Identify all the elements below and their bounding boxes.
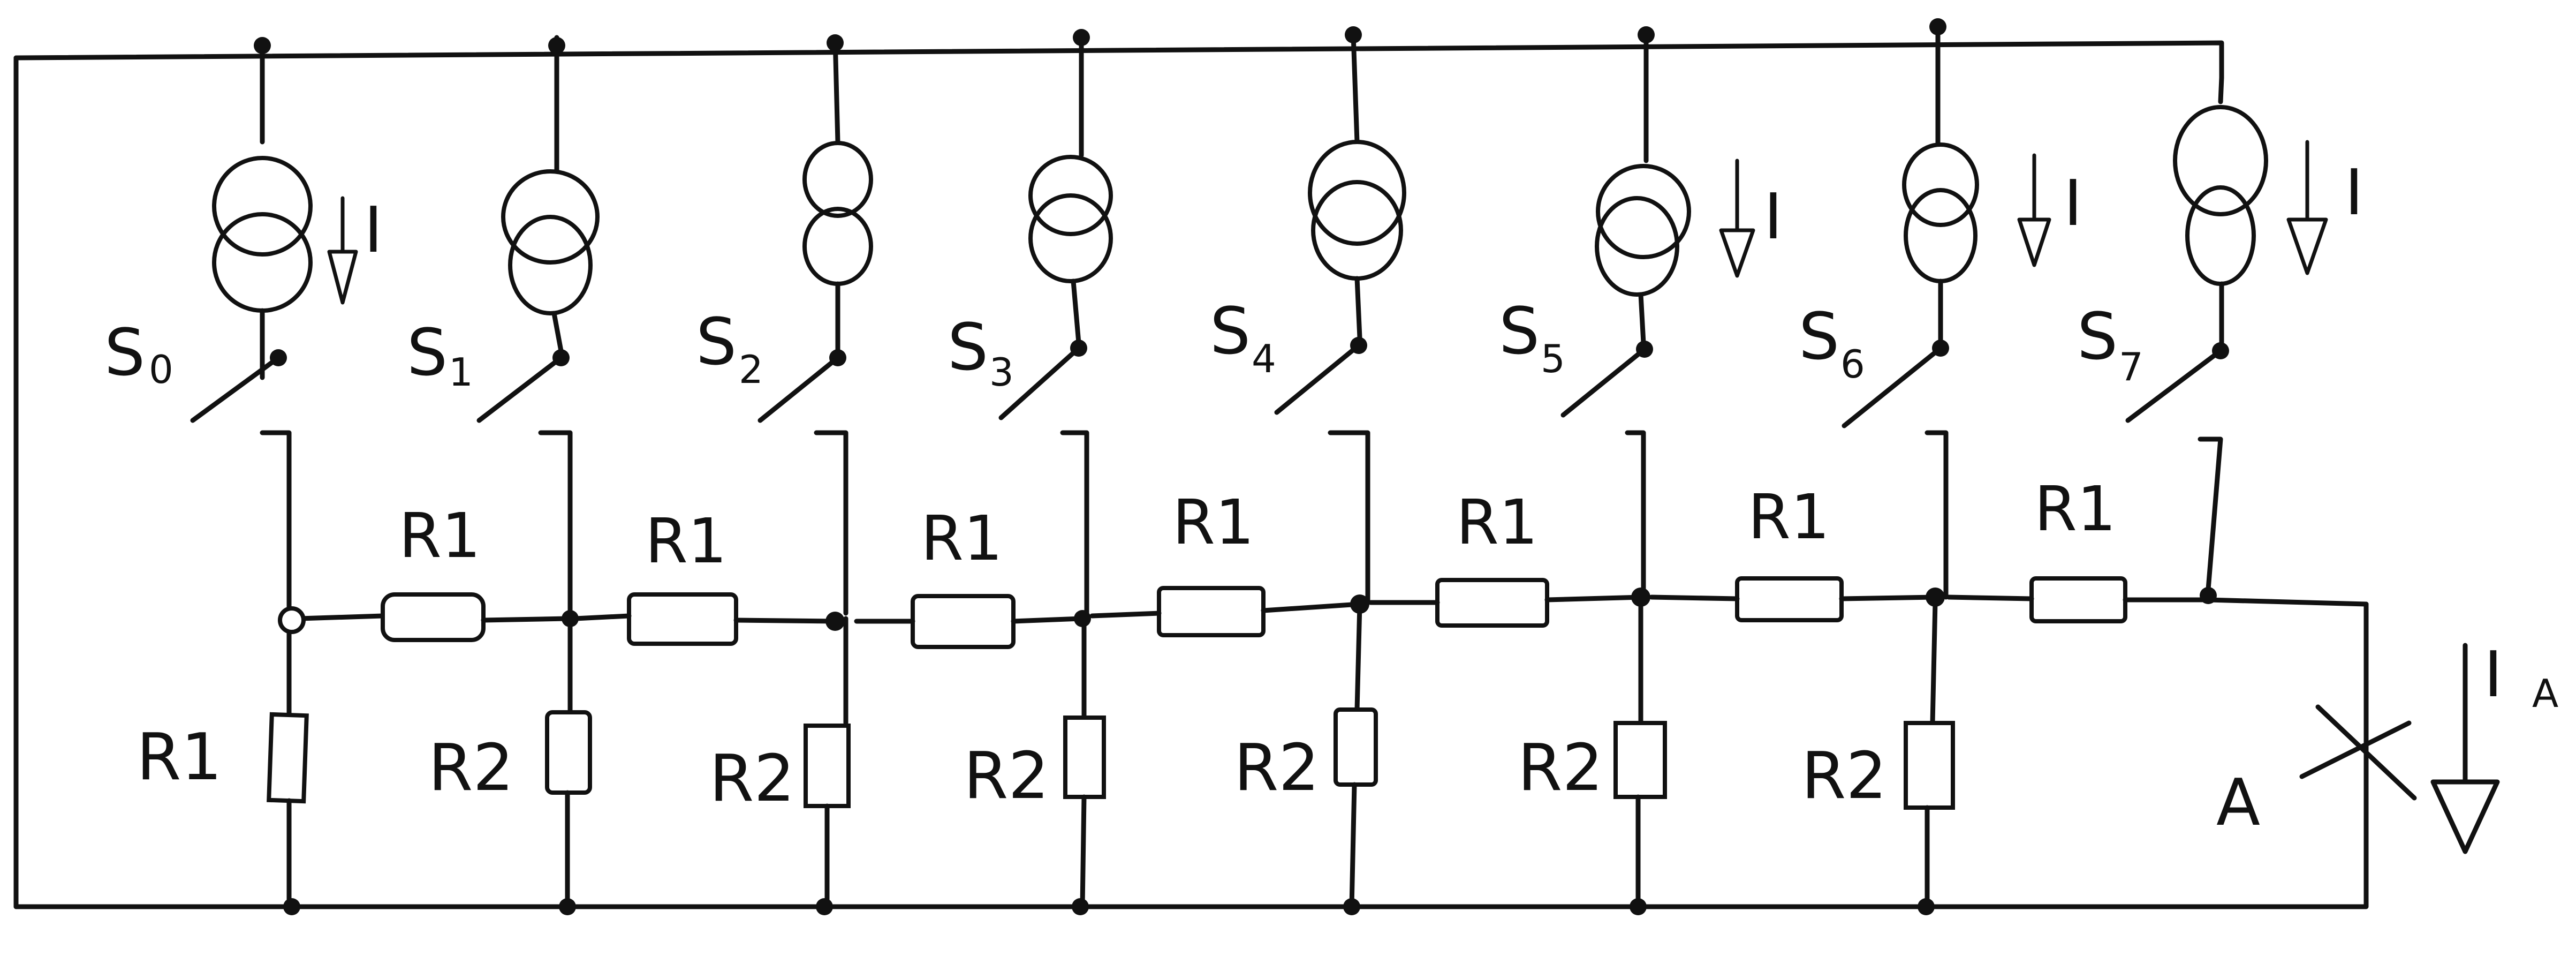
bottom-ground-rail — [13, 601, 2369, 909]
resistor-label-series-3: R1 — [921, 503, 1003, 575]
current-source-branch-4 — [1274, 26, 1406, 602]
current-source-branch-2 — [757, 34, 873, 616]
svg-text:6: 6 — [1840, 342, 1865, 387]
switch-label-s1: S 1 — [407, 316, 473, 395]
resistor-label-shunt-3: R2 — [964, 739, 1049, 814]
switch-label-s6: S 6 — [1799, 300, 1865, 387]
ladder-series-string — [297, 576, 2211, 649]
svg-text:I: I — [2484, 637, 2503, 711]
output-current-label: I A — [2484, 637, 2558, 716]
svg-text:3: 3 — [989, 350, 1014, 395]
switch-label-s0: S 0 — [104, 316, 173, 392]
resistor-label-shunt-6: R2 — [1801, 739, 1887, 814]
shunt-branch-2 — [804, 616, 851, 915]
current-source-branch-1 — [476, 35, 600, 616]
svg-text:S: S — [1799, 300, 1839, 374]
current-source-branch-3 — [998, 29, 1113, 616]
current-arrow-7 — [2286, 140, 2328, 275]
current-source-branch-6 — [1842, 18, 1979, 600]
shunt-branch-5 — [1613, 600, 1667, 915]
svg-text:S: S — [407, 316, 448, 390]
svg-text:5: 5 — [1541, 336, 1565, 381]
resistor-label-shunt-2: R2 — [709, 742, 795, 816]
switch-label-s3: S 3 — [948, 311, 1014, 395]
ladder-output-wire — [2206, 597, 2369, 607]
switch-label-s4: S 4 — [1210, 295, 1276, 381]
current-source-branch-5 — [1560, 26, 1691, 600]
ladder-junction-dots — [278, 588, 1945, 634]
switch-label-s7: S 7 — [2077, 300, 2143, 389]
ammeter-label: A — [2216, 766, 2260, 840]
resistor-label-termination: R1 — [137, 720, 222, 795]
ammeter-a — [2299, 704, 2417, 801]
switch-label-s2: S 2 — [696, 305, 763, 392]
svg-text:S: S — [1210, 295, 1251, 369]
current-arrow-0 — [327, 196, 358, 305]
resistor-label-series-5: R1 — [1456, 487, 1538, 559]
svg-text:1: 1 — [449, 350, 473, 395]
current-label-7: I — [2345, 155, 2363, 229]
top-supply-rail — [13, 40, 2224, 80]
svg-text:S: S — [696, 305, 737, 380]
shunt-branch-4 — [1334, 602, 1378, 915]
output-current-arrow — [2430, 643, 2500, 854]
current-source-branch-7 — [2125, 75, 2268, 604]
svg-text:2: 2 — [739, 347, 763, 392]
current-arrow-6 — [2017, 153, 2051, 267]
shunt-branch-1 — [545, 616, 592, 915]
current-label-5: I — [1764, 179, 1783, 253]
svg-text:S: S — [2077, 300, 2118, 374]
svg-text:S: S — [948, 311, 988, 385]
current-source-branch-0 — [190, 37, 313, 616]
shunt-branch-0 — [267, 616, 309, 915]
current-label-0: I — [364, 193, 383, 267]
resistor-label-series-4: R1 — [1172, 487, 1254, 559]
resistor-label-series-6: R1 — [1748, 481, 1830, 553]
resistor-label-series-2: R1 — [645, 506, 727, 577]
resistor-label-shunt-4: R2 — [1234, 731, 1320, 805]
switch-label-s5: S 5 — [1499, 295, 1565, 381]
svg-text:7: 7 — [2119, 344, 2143, 389]
svg-text:A: A — [2532, 671, 2558, 716]
current-label-6: I — [2064, 166, 2082, 240]
resistor-label-shunt-5: R2 — [1518, 731, 1603, 805]
resistor-label-shunt-1: R2 — [428, 731, 514, 805]
svg-text:0: 0 — [149, 347, 173, 392]
resistor-label-series-7: R1 — [2034, 473, 2116, 545]
current-arrow-5 — [1719, 159, 1755, 278]
svg-text:S: S — [1499, 295, 1540, 369]
svg-text:S: S — [104, 316, 145, 390]
shunt-branch-6 — [1904, 600, 1955, 915]
shunt-branch-3 — [1063, 616, 1106, 915]
svg-text:4: 4 — [1252, 336, 1276, 381]
resistor-label-series-1: R1 — [399, 500, 481, 572]
